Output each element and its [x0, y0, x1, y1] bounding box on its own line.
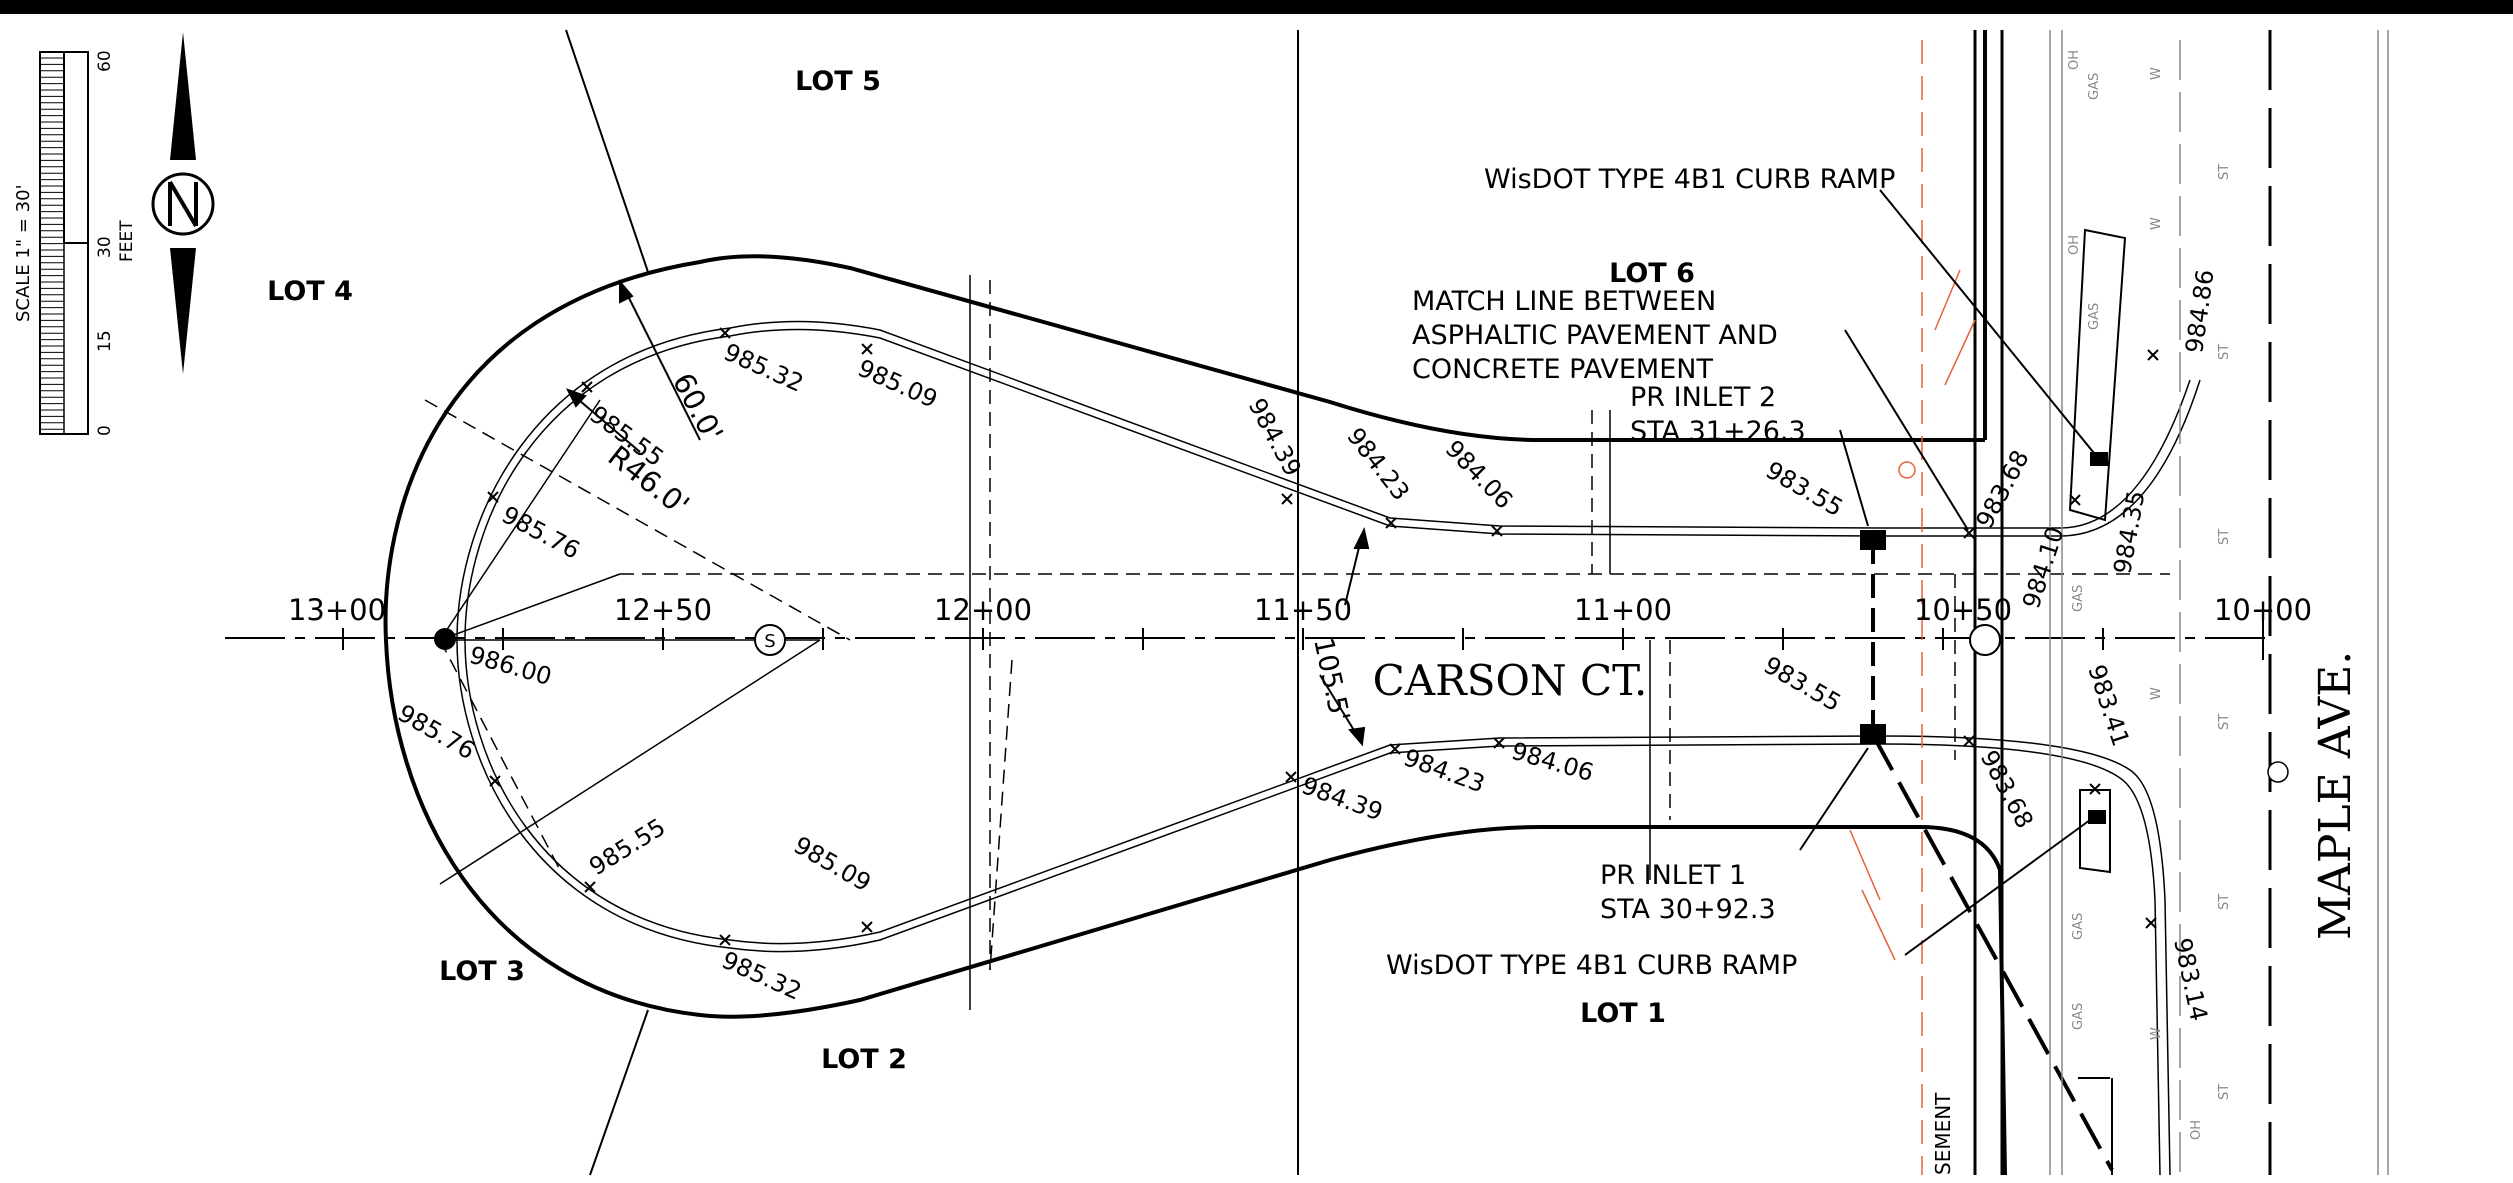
maple-ave-label: MAPLE AVE.: [2310, 651, 2361, 940]
sanitary-manhole-label: S: [764, 631, 775, 652]
water-label-4: W: [2149, 1027, 2164, 1040]
station-11-50: 11+50: [1254, 593, 1352, 627]
elev-s3: 985.09: [789, 831, 876, 897]
callout-inlet1-name: PR INLET 1: [1600, 860, 1746, 891]
elev-center: 986.00: [466, 641, 554, 691]
elev-n6: 984.23: [1341, 422, 1415, 505]
water-label-3: W: [2149, 687, 2164, 700]
dim-width-label: 105.5': [1307, 635, 1355, 724]
maple-ave-lines: [1973, 30, 2389, 1175]
storm-label-1: ST: [2217, 164, 2232, 180]
station-ticks: [342, 610, 2264, 660]
storm-label-2: ST: [2217, 344, 2232, 360]
gas-label-3: GAS: [2071, 585, 2086, 612]
lot-3-label: LOT 3: [439, 956, 525, 987]
carson-ct-label: CARSON CT.: [1373, 656, 1648, 705]
overhead-label-3: OH: [2189, 1120, 2204, 1140]
station-11-00: 11+00: [1574, 593, 1672, 627]
elev-n1: 985.32: [720, 338, 808, 398]
outer-curb-line: [383, 254, 2007, 1176]
storm-label-4: ST: [2217, 714, 2232, 730]
callout-inlet1-sta: STA 30+92.3: [1600, 894, 1776, 925]
scale-tick-15: 15: [95, 330, 115, 352]
overhead-label-1: OH: [2067, 235, 2082, 255]
callout-easement: SEMENT: [1931, 1092, 1955, 1175]
overhead-label-2: OH: [2067, 50, 2082, 70]
dimension-arrows: [565, 279, 1370, 747]
scale-tick-60: 60: [95, 50, 115, 72]
storm-label-5: ST: [2217, 894, 2232, 910]
callout-leaders: [1799, 189, 2099, 956]
elev-s5: 984.39: [1298, 771, 1386, 826]
station-10-50: 10+50: [1914, 593, 2012, 627]
callout-match-line-2: ASPHALTIC PAVEMENT AND: [1412, 320, 1778, 351]
callout-inlet2-name: PR INLET 2: [1630, 382, 1776, 413]
storm-pipe: [1871, 734, 2114, 1171]
lot-2-label: LOT 2: [821, 1044, 907, 1075]
easement-line: [1849, 40, 1976, 1175]
elev-s7: 984.06: [1508, 737, 1596, 787]
elev-s10: 983.41: [2082, 661, 2135, 750]
scale-unit: FEET: [117, 220, 137, 262]
lot-5-label: LOT 5: [795, 66, 881, 97]
scale-title: SCALE 1" = 30': [13, 184, 34, 322]
elev-s11: 983.14: [2168, 935, 2213, 1023]
radius-lines: [439, 275, 1651, 1010]
storm-label-6: ST: [2217, 1084, 2232, 1100]
callout-match-line-1: MATCH LINE BETWEEN: [1412, 286, 1716, 317]
hydrant-icon: [434, 628, 456, 650]
callout-match-line-3: CONCRETE PAVEMENT: [1412, 354, 1713, 385]
gas-label-1: GAS: [2087, 73, 2102, 100]
storm-label-3: ST: [2217, 529, 2232, 545]
curb-ramp-bottom-symbol: [2088, 810, 2106, 824]
lot-4-label: LOT 4: [267, 276, 353, 307]
callout-ramp-top: WisDOT TYPE 4B1 CURB RAMP: [1484, 164, 1895, 195]
scale-tick-30: 30: [95, 236, 115, 258]
dim-60-label: 60.0': [666, 367, 730, 447]
elev-s8: 983.55: [1759, 651, 1846, 717]
elev-n8: 983.55: [1761, 456, 1848, 522]
station-12-00: 12+00: [934, 593, 1032, 627]
elev-s4: 985.32: [718, 946, 806, 1006]
manhole-icon: [1969, 624, 2001, 656]
sidewalk-top: [2068, 228, 2127, 522]
elev-s9: 983.68: [1975, 746, 2039, 833]
curb-ramp-top-symbol: [2090, 452, 2108, 466]
gas-label-5: GAS: [2071, 1003, 2086, 1030]
scale-bar: 0 15 30 60 FEET SCALE 1" = 30': [13, 50, 137, 436]
elev-s2: 985.55: [584, 813, 670, 881]
elev-n12: 984.86: [2180, 268, 2219, 355]
water-label-1: W: [2149, 67, 2164, 80]
water-label-2: W: [2149, 217, 2164, 230]
sidewalk-bottom: [2079, 789, 2111, 874]
elev-n4: 985.76: [497, 501, 584, 565]
curb-flowline: [456, 320, 2201, 1176]
sanitary-manhole-icon: [754, 624, 786, 656]
lot-1-label: LOT 1: [1580, 998, 1666, 1029]
scale-tick-0: 0: [95, 425, 115, 436]
elev-n2: 985.09: [854, 354, 942, 414]
row-lines: [424, 280, 2170, 971]
station-12-50: 12+50: [614, 593, 712, 627]
elev-s6: 984.23: [1400, 743, 1488, 798]
gas-label-2: GAS: [2087, 303, 2102, 330]
elev-n11: 984.35: [2108, 488, 2150, 576]
elev-n7: 984.06: [1440, 435, 1518, 515]
sheet-border-top: [0, 0, 2513, 14]
callout-inlet2-sta: STA 31+26.3: [1630, 416, 1806, 447]
station-10-00: 10+00: [2214, 593, 2312, 627]
lot-6-label: LOT 6: [1609, 258, 1695, 289]
north-arrow-icon: [151, 32, 215, 374]
station-13-00: 13+00: [288, 593, 386, 627]
gas-label-4: GAS: [2071, 913, 2086, 940]
callout-ramp-bottom: WisDOT TYPE 4B1 CURB RAMP: [1386, 950, 1797, 981]
valve-icon: [2267, 761, 2289, 783]
spot-marks: [487, 327, 2159, 946]
